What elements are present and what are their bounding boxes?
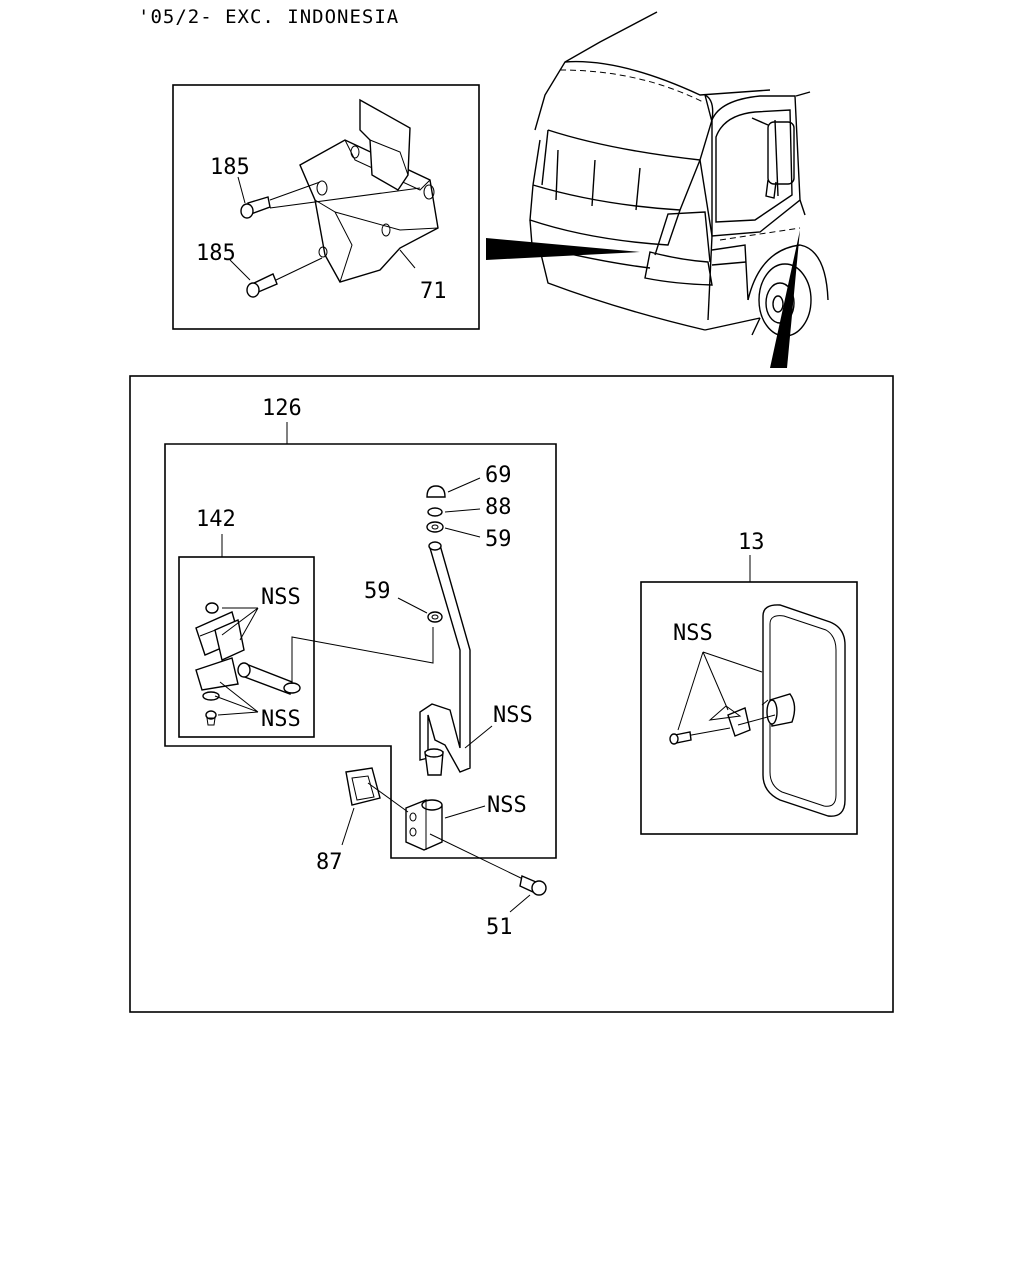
main-detail-box <box>129 375 894 1013</box>
leader-185-lower <box>229 259 251 281</box>
assembly-142-box <box>178 556 315 738</box>
label-142: 142 <box>196 507 236 532</box>
assembly-126-outline <box>164 443 557 859</box>
hinge-bracket <box>405 799 443 851</box>
leader-87 <box>341 807 355 846</box>
label-185-lower: 185 <box>196 241 236 266</box>
leader-nss-arm <box>464 725 493 749</box>
bolt-51 <box>519 875 547 896</box>
bracket-71 <box>299 98 439 283</box>
leader-51 <box>509 894 531 913</box>
label-51: 51 <box>486 915 513 940</box>
bolt-185-upper <box>240 196 271 219</box>
leader-185-upper <box>237 176 246 204</box>
label-88: 88 <box>485 495 512 520</box>
bolt-185-lower <box>246 273 278 298</box>
label-nss-hinge: NSS <box>487 793 527 818</box>
truck-cab-illustration <box>486 11 829 368</box>
leader-nss-hinge <box>444 805 486 819</box>
gasket-line <box>367 782 409 813</box>
leader-wedge-mirror <box>770 230 800 368</box>
label-59-top: 59 <box>485 527 512 552</box>
leader-59-mid <box>397 597 428 614</box>
label-185-upper: 185 <box>210 155 250 180</box>
mirror-arm <box>419 541 471 776</box>
leader-71 <box>399 249 416 269</box>
mirror-screw <box>669 731 692 745</box>
leader-88 <box>444 508 481 513</box>
label-nss-mirror: NSS <box>673 621 713 646</box>
mirror-detail-box <box>640 581 858 835</box>
mirror-13 <box>708 604 846 817</box>
stay-to-arm-line <box>291 627 434 672</box>
label-nss-stay-lower: NSS <box>261 707 301 732</box>
label-69: 69 <box>485 463 512 488</box>
bolt-line-upper <box>269 181 421 209</box>
nut-69 <box>426 485 446 498</box>
washer-88 <box>427 507 443 517</box>
washer-59-top <box>426 521 444 533</box>
label-87: 87 <box>316 850 343 875</box>
leader-59-top <box>444 527 481 538</box>
stay-parts-142 <box>195 602 301 726</box>
gasket-87 <box>345 767 381 806</box>
cab-mirror <box>751 117 795 199</box>
leader-wedge-bracket <box>486 238 640 260</box>
leader-nss-upper <box>221 607 259 641</box>
label-13: 13 <box>738 530 765 555</box>
label-71: 71 <box>420 279 447 304</box>
label-nss-stay-upper: NSS <box>261 585 301 610</box>
leader-69 <box>447 477 481 493</box>
label-nss-arm: NSS <box>493 703 533 728</box>
label-126: 126 <box>262 396 302 421</box>
leader-nss-mirror <box>677 651 763 731</box>
mirror-screw-line <box>685 727 731 737</box>
leader-nss-lower <box>214 681 259 716</box>
bracket-detail-box <box>172 84 480 330</box>
washer-59-mid <box>427 611 443 623</box>
bolt-51-line <box>429 833 526 881</box>
bolt-line-lower <box>275 257 323 281</box>
applicability-header: '05/2- EXC. INDONESIA <box>138 6 399 28</box>
label-59-mid: 59 <box>364 579 391 604</box>
